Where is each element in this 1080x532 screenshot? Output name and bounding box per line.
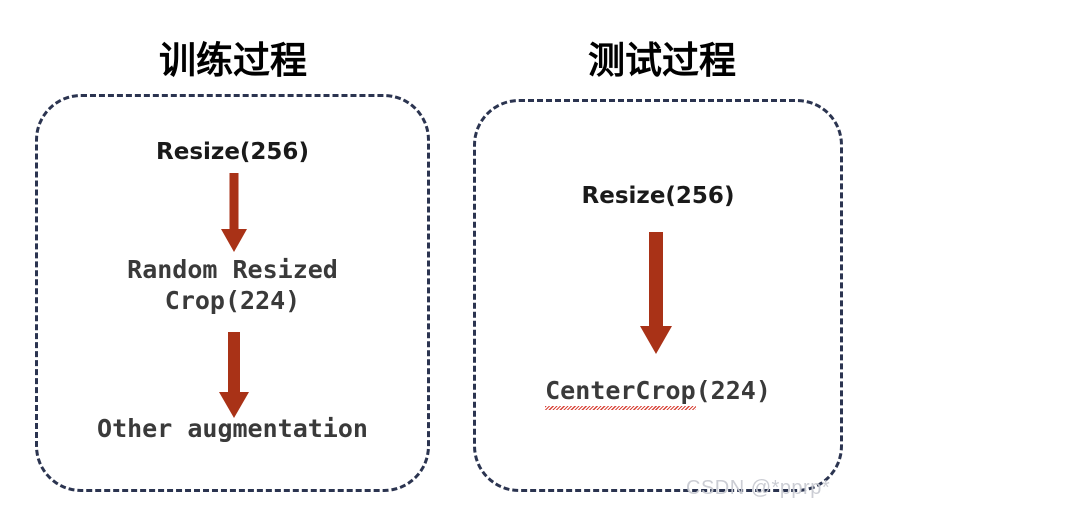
arrow-resize-to-centercrop-icon xyxy=(640,232,672,354)
arrow-crop-to-other-icon xyxy=(219,332,249,418)
arrow-resize-to-crop-icon xyxy=(221,173,247,252)
step-test-centercrop: CenterCrop(224) xyxy=(473,376,843,409)
spellcheck-underlined-word: CenterCrop xyxy=(545,376,696,409)
step-test-resize: Resize(256) xyxy=(581,183,735,209)
step-train-resize: Resize(256) xyxy=(156,139,309,165)
watermark-text: CSDN @*pprp* xyxy=(686,477,831,499)
dashed-box-test xyxy=(473,99,843,492)
dashed-box-train xyxy=(35,94,430,492)
panel-title-train: 训练过程 xyxy=(159,39,307,82)
step-train-other-augmentation: Other augmentation xyxy=(97,414,368,443)
panel-title-test: 测试过程 xyxy=(588,39,736,82)
step-test-centercrop-args: (224) xyxy=(695,376,771,405)
step-train-random-resized-crop: Random Resized Crop(224) xyxy=(127,255,338,315)
